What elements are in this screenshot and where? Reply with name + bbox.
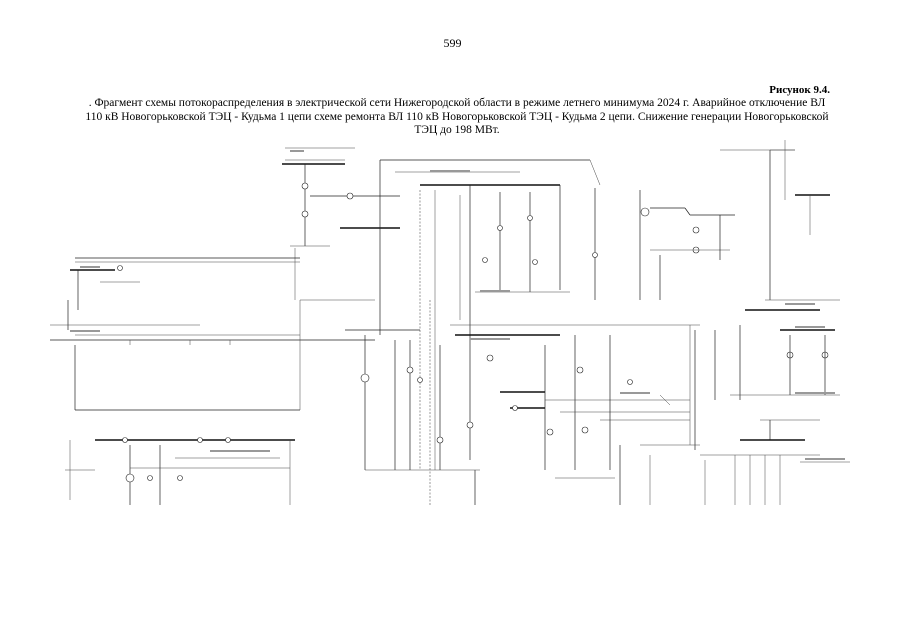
figure-label: Рисунок 9.4. — [769, 84, 830, 96]
caption-line-1: . Фрагмент схемы потокораспределения в э… — [88, 97, 826, 109]
lower-left-section — [65, 437, 295, 505]
caption-line-3: ТЭЦ до 198 МВт. — [414, 124, 500, 136]
left-section — [50, 257, 375, 411]
schema-small-labels — [70, 150, 845, 460]
right-section — [649, 299, 850, 505]
figure-caption: . Фрагмент схемы потокораспределения в э… — [72, 97, 842, 138]
upper-right-section — [639, 140, 830, 300]
page-number: 599 — [443, 36, 462, 50]
upper-middle-section — [379, 159, 601, 470]
central-section — [345, 300, 700, 505]
caption-line-2: 110 кВ Новогорьковской ТЭЦ - Кудьма 1 це… — [85, 110, 829, 123]
top-left-section — [282, 147, 400, 300]
